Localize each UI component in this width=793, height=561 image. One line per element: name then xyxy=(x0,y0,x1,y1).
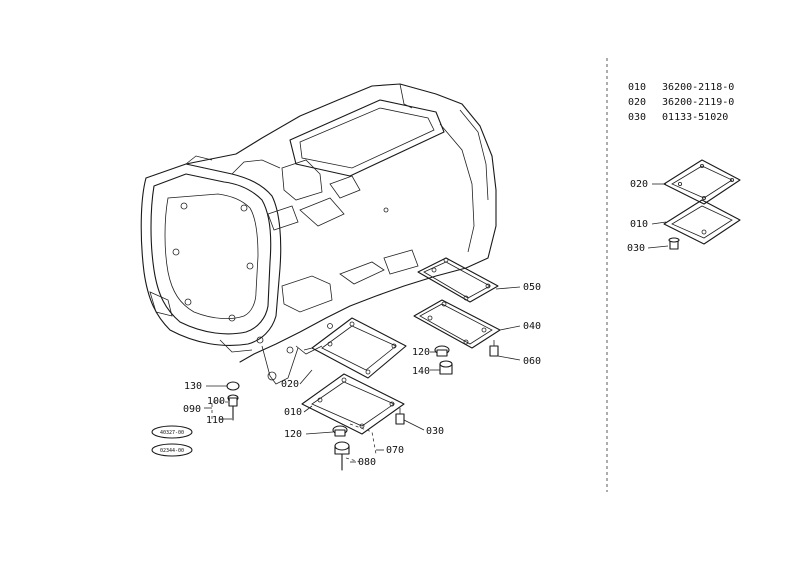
parts-table: 010 36200-2118-0 020 36200-2119-0 030 01… xyxy=(628,80,734,125)
part-ref: 030 xyxy=(628,112,647,123)
stamp-text-1: 40327-00 xyxy=(160,430,184,436)
callout-050: 050 xyxy=(523,282,541,293)
callout-030: 030 xyxy=(426,426,444,437)
stamp-oval-1 xyxy=(151,425,193,439)
callout-130: 130 xyxy=(184,381,202,392)
part-number: 36200-2119-0 xyxy=(662,97,735,108)
part-ref: 010 xyxy=(628,82,647,93)
stamp-text-2: 02344-00 xyxy=(160,448,184,454)
lower-cover-group xyxy=(301,317,407,471)
parts-row: 020 36200-2119-0 xyxy=(628,95,734,110)
callout-120-upper: 120 xyxy=(412,347,430,358)
leader-lines xyxy=(204,183,669,463)
callout-020: 020 xyxy=(281,379,299,390)
callout-060: 060 xyxy=(523,356,541,367)
detail-callout-010: 010 xyxy=(630,219,648,230)
callout-090: 090 xyxy=(183,404,201,415)
detail-view xyxy=(663,159,741,250)
parts-row: 010 36200-2118-0 xyxy=(628,80,734,95)
callout-040: 040 xyxy=(523,321,541,332)
part-number: 01133-51020 xyxy=(662,112,729,123)
left-small-parts: 40327-00 02344-00 xyxy=(151,381,240,457)
part-number: 36200-2118-0 xyxy=(662,82,735,93)
callout-010: 010 xyxy=(284,407,302,418)
callout-070: 070 xyxy=(386,445,404,456)
callout-labels: 050 040 060 120 140 020 010 030 120 070 … xyxy=(183,179,648,468)
callout-080: 080 xyxy=(358,457,376,468)
rear-cover-group xyxy=(413,257,501,375)
callout-120-lower: 120 xyxy=(284,429,302,440)
callout-140: 140 xyxy=(412,366,430,377)
part-ref: 020 xyxy=(628,97,647,108)
detail-callout-030: 030 xyxy=(627,243,645,254)
detail-callout-020: 020 xyxy=(630,179,648,190)
stamp-oval-2 xyxy=(151,443,193,457)
transmission-housing xyxy=(140,83,497,385)
parts-row: 030 01133-51020 xyxy=(628,110,734,125)
callout-100: 100 xyxy=(207,396,225,407)
callout-110: 110 xyxy=(206,415,224,426)
